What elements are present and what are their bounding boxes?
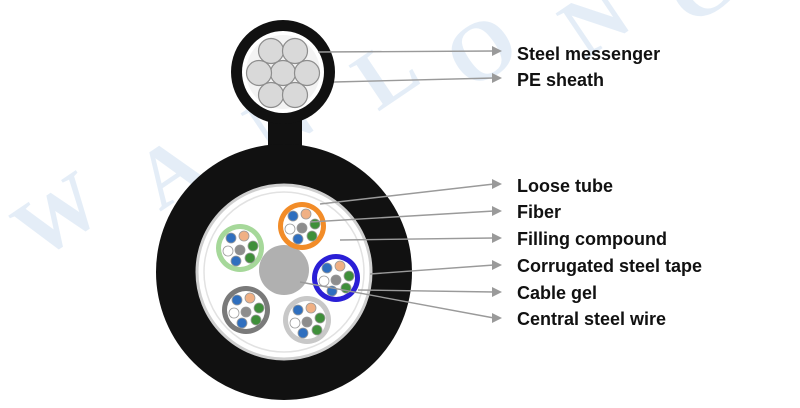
- fiber: [334, 260, 346, 272]
- fiber: [244, 292, 256, 304]
- steel-wire: [257, 37, 285, 65]
- fiber: [305, 302, 317, 314]
- label-loose-tube: Loose tube: [517, 176, 614, 196]
- fiber: [230, 255, 242, 267]
- fiber: [253, 302, 265, 314]
- leader-stroke: [309, 210, 495, 223]
- fiber: [234, 244, 246, 256]
- watermark-letter: L: [337, 19, 435, 127]
- leader-stroke: [333, 77, 495, 83]
- steel-wire: [269, 59, 297, 87]
- fiber: [228, 307, 240, 319]
- fiber: [300, 208, 312, 220]
- fiber: [292, 304, 304, 316]
- loose-tube: [312, 254, 360, 302]
- fiber: [314, 312, 326, 324]
- fiber: [236, 317, 248, 329]
- steel-wire: [257, 81, 285, 109]
- fiber: [244, 252, 256, 264]
- arrowhead: [492, 206, 502, 216]
- label-pe-sheath: PE sheath: [517, 70, 605, 90]
- fiber: [297, 327, 309, 339]
- loose-tube: [216, 224, 264, 272]
- fiber: [330, 274, 342, 286]
- steel-wire: [281, 37, 309, 65]
- label-fiber: Fiber: [517, 202, 562, 222]
- central-steel-wire: [259, 245, 309, 295]
- loose-tube: [278, 202, 326, 250]
- main-cable: [156, 144, 412, 400]
- arrowhead: [492, 46, 502, 56]
- fiber: [309, 218, 321, 230]
- loose-tubes: [216, 202, 360, 344]
- fiber: [289, 317, 301, 329]
- label-central-steel-wire: Central steel wire: [517, 309, 667, 329]
- leader-stroke: [319, 183, 495, 205]
- fiber: [250, 314, 262, 326]
- loose-tube: [283, 296, 331, 344]
- arrowhead: [492, 313, 502, 323]
- watermark-letter: N: [544, 0, 646, 76]
- leader-line: [317, 46, 502, 56]
- fiber: [296, 222, 308, 234]
- fiber: [240, 306, 252, 318]
- arrowhead: [492, 179, 502, 189]
- fiber: [284, 223, 296, 235]
- leader-line: [333, 73, 502, 83]
- steel-wire: [281, 81, 309, 109]
- arrowhead: [492, 260, 502, 270]
- leader-stroke: [369, 264, 495, 275]
- watermark-letter: W: [0, 154, 118, 278]
- fiber: [306, 230, 318, 242]
- leader-line: [357, 287, 502, 297]
- leader-lines: [299, 46, 502, 323]
- leader-line: [299, 281, 502, 323]
- fiber: [222, 245, 234, 257]
- leader-line: [369, 260, 502, 275]
- fiber: [225, 232, 237, 244]
- fiber: [247, 240, 259, 252]
- fiber: [301, 316, 313, 328]
- steel-wires: [245, 37, 321, 109]
- fiber: [318, 275, 330, 287]
- loose-tube: [222, 286, 270, 334]
- leader-line: [339, 233, 502, 243]
- label-steel-messenger: Steel messenger: [517, 44, 661, 64]
- fiber: [311, 324, 323, 336]
- label-cable-gel: Cable gel: [517, 283, 598, 303]
- fiber: [292, 233, 304, 245]
- leader-stroke: [317, 50, 495, 53]
- leader-stroke: [339, 237, 495, 241]
- leader-stroke: [357, 289, 495, 293]
- fiber: [238, 230, 250, 242]
- leader-stroke: [299, 281, 495, 319]
- arrowhead: [492, 287, 502, 297]
- arrowhead: [492, 73, 502, 83]
- steel-wire: [293, 59, 321, 87]
- steel-wire: [245, 59, 273, 87]
- fiber: [321, 262, 333, 274]
- watermark-letter: G: [649, 0, 755, 44]
- fiber: [343, 270, 355, 282]
- fiber: [231, 294, 243, 306]
- label-filling-compound: Filling compound: [517, 229, 667, 249]
- arrowhead: [492, 233, 502, 243]
- fiber: [287, 210, 299, 222]
- leader-line: [309, 206, 502, 223]
- label-corrugated-steel-tape: Corrugated steel tape: [517, 256, 703, 276]
- leader-line: [319, 179, 502, 205]
